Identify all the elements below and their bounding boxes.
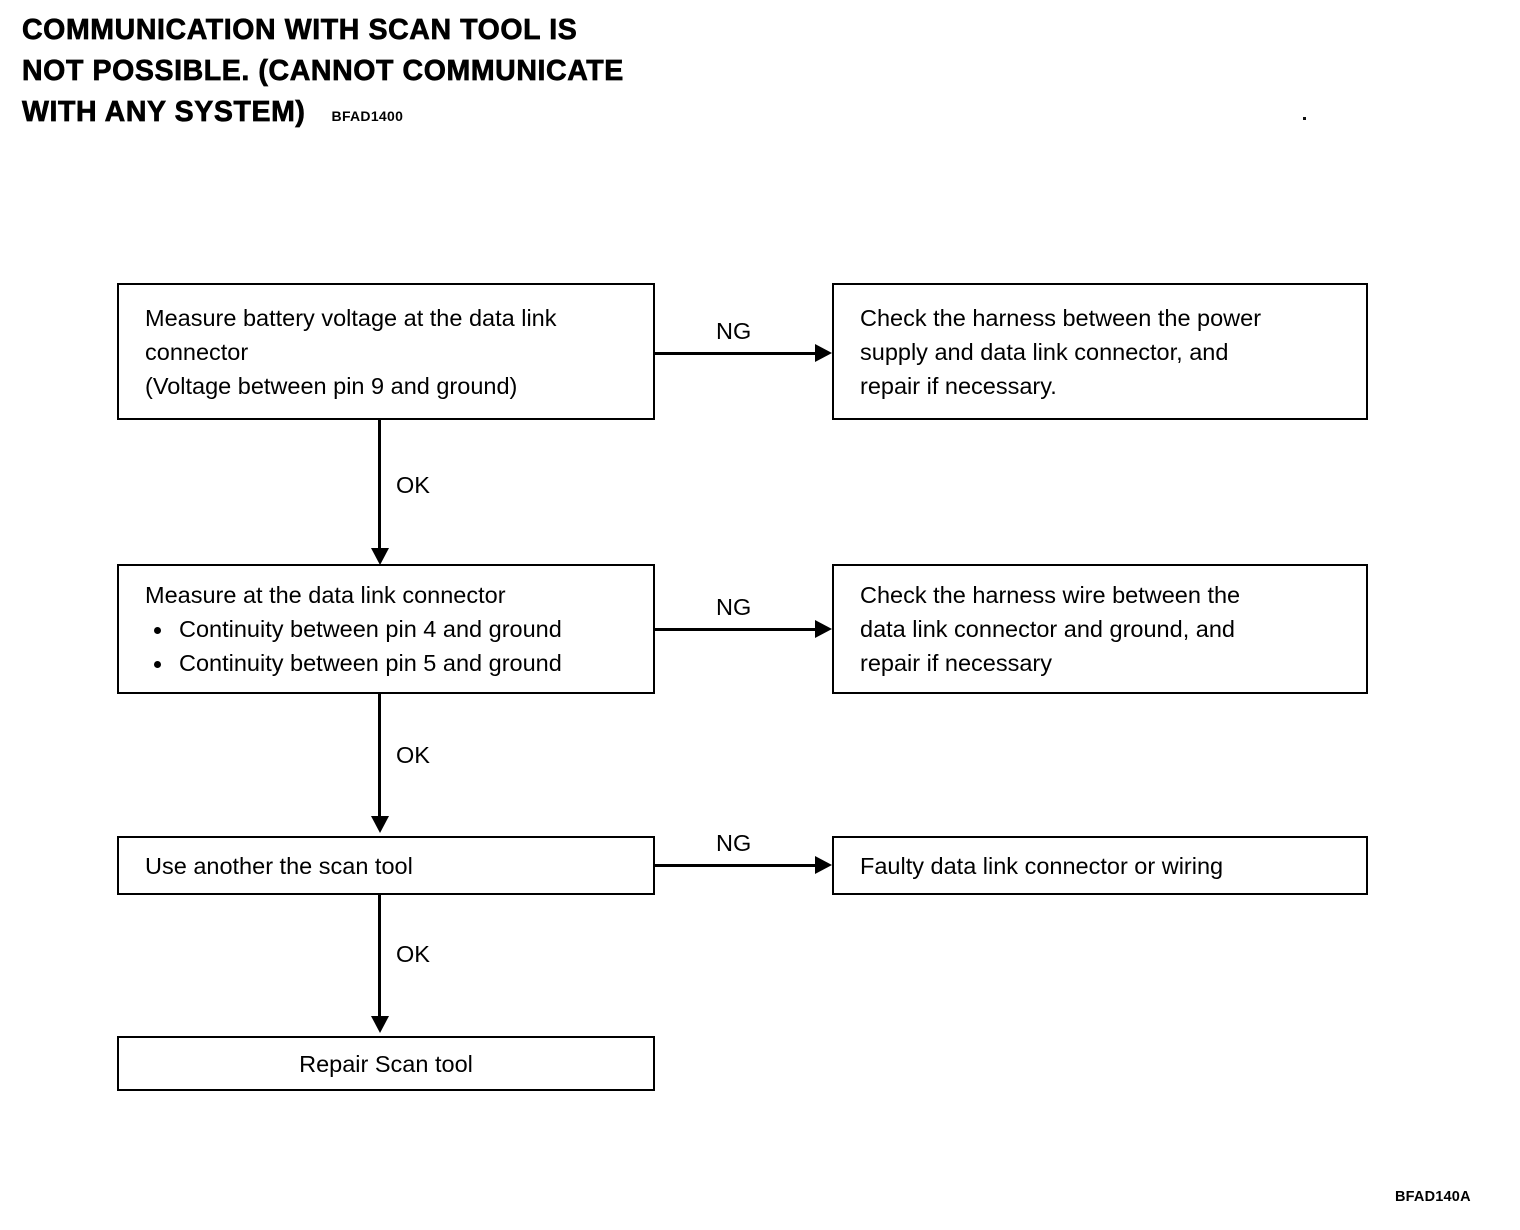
document-code-top: BFAD1400 [331, 108, 404, 124]
page-title-line-1: COMMUNICATION WITH SCAN TOOL IS [22, 14, 578, 47]
edge-label-ng-1: NG [716, 318, 752, 344]
edge-line-ng-2 [655, 628, 825, 631]
flow-node-check-ground-harness-line-3: repair if necessary [860, 650, 1052, 676]
scan-speck [1303, 117, 1306, 120]
flow-node-faulty-connector-line-1: Faulty data link connector or wiring [860, 852, 1224, 879]
flow-node-check-ground-harness-line-2: data link connector and ground, and [860, 616, 1235, 642]
flow-node-check-ground-harness-line-1: Check the harness wire between the [860, 582, 1241, 608]
edge-label-ng-2: NG [716, 594, 752, 620]
flow-node-use-another-scan-tool-line-1: Use another the scan tool [145, 852, 413, 879]
edge-line-ok-1 [378, 420, 381, 551]
edge-line-ng-1 [655, 352, 825, 355]
arrow-head-ng-3-icon [815, 856, 832, 874]
edge-line-ng-3 [655, 864, 825, 867]
document-code-bottom: BFAD140A [1395, 1189, 1471, 1205]
arrow-head-ok-3-icon [371, 1016, 389, 1033]
flow-node-use-another-scan-tool: Use another the scan tool [117, 836, 655, 895]
flow-node-check-ground-harness: Check the harness wire between the data … [832, 564, 1368, 694]
flow-node-check-power-harness-line-2: supply and data link connector, and [860, 338, 1229, 365]
flow-node-measure-voltage-line-2: connector [145, 338, 249, 365]
page-title: COMMUNICATION WITH SCAN TOOL IS NOT POSS… [22, 10, 782, 133]
flow-node-measure-continuity: Measure at the data link connector Conti… [117, 564, 655, 694]
edge-line-ok-3 [378, 895, 381, 1019]
flow-node-measure-continuity-bullet-1: Continuity between pin 4 and ground [145, 612, 653, 646]
page-title-line-3: WITH ANY SYSTEM) [22, 96, 306, 129]
flow-node-check-power-harness-line-1: Check the harness between the power [860, 304, 1262, 331]
flow-node-measure-continuity-line-1: Measure at the data link connector [145, 582, 506, 608]
arrow-head-ok-2-icon [371, 816, 389, 833]
arrow-head-ng-2-icon [815, 620, 832, 638]
flow-node-measure-voltage-line-1: Measure battery voltage at the data link [145, 304, 557, 331]
edge-label-ok-2: OK [396, 742, 430, 768]
flow-node-repair-scan-tool: Repair Scan tool [117, 1036, 655, 1091]
flow-node-measure-continuity-bullets: Continuity between pin 4 and ground Cont… [119, 612, 653, 680]
flow-node-measure-continuity-bullet-2: Continuity between pin 5 and ground [145, 646, 653, 680]
flow-node-repair-scan-tool-line-1: Repair Scan tool [299, 1050, 473, 1077]
arrow-head-ng-1-icon [815, 344, 832, 362]
edge-label-ok-3: OK [396, 941, 430, 967]
flow-node-measure-voltage-line-3: (Voltage between pin 9 and ground) [145, 372, 518, 399]
edge-label-ok-1: OK [396, 472, 430, 498]
arrow-head-ok-1-icon [371, 548, 389, 565]
flow-node-check-power-harness: Check the harness between the power supp… [832, 283, 1368, 420]
flow-node-faulty-connector: Faulty data link connector or wiring [832, 836, 1368, 895]
flow-node-measure-voltage: Measure battery voltage at the data link… [117, 283, 655, 420]
edge-line-ok-2 [378, 694, 381, 819]
page-title-line-2: NOT POSSIBLE. (CANNOT COMMUNICATE [22, 55, 624, 88]
edge-label-ng-3: NG [716, 830, 752, 856]
flow-node-check-power-harness-line-3: repair if necessary. [860, 372, 1057, 399]
